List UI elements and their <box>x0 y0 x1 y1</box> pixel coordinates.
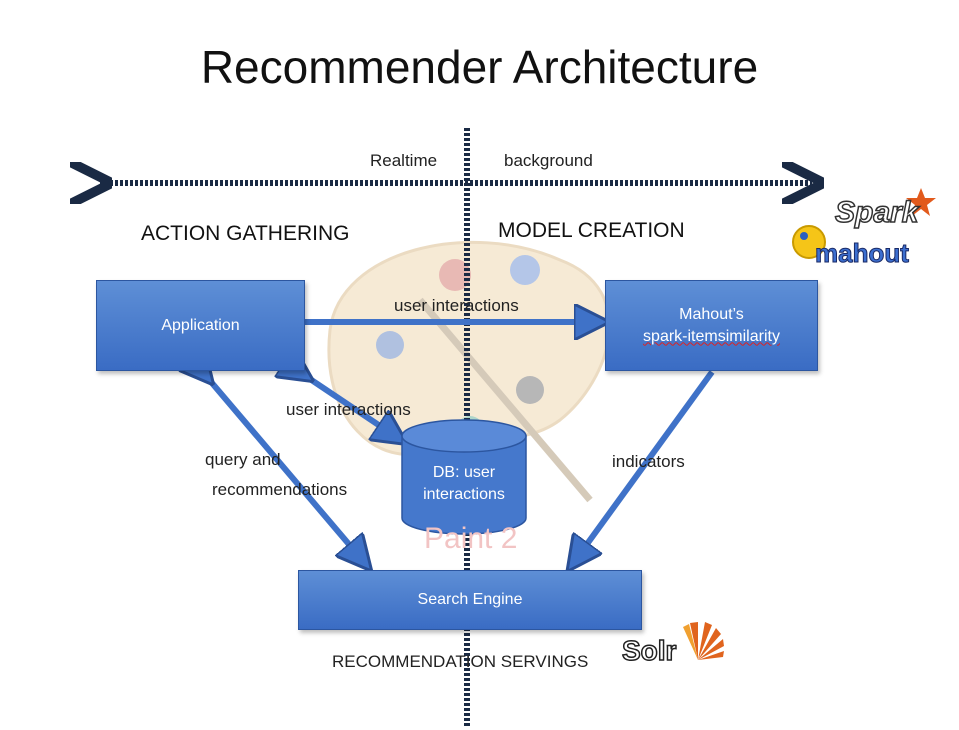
spark-mahout-logo: Spark mahout <box>787 180 937 275</box>
mahout-label-line2: spark-itemsimilarity <box>643 327 780 345</box>
edge-label-app-mahout: user interactions <box>394 296 519 315</box>
arrow-mahout-to-search <box>574 370 715 562</box>
paint-watermark: Paint 2 <box>424 522 518 555</box>
db-label-line2: interactions <box>423 486 505 503</box>
solr-logo-text: Solr <box>621 634 677 667</box>
db-label: DB: user interactions <box>402 462 526 506</box>
edge-label-query-line2: recommendations <box>212 480 348 499</box>
edge-label-query-line1: query and <box>205 450 281 469</box>
background-label: background <box>504 151 593 170</box>
spark-star-icon <box>792 188 936 259</box>
spark-logo-text: Spark <box>834 195 919 230</box>
model-creation-heading: MODEL CREATION <box>498 219 685 242</box>
search-engine-label: Search Engine <box>417 591 523 608</box>
solr-logo: Solr <box>620 615 725 670</box>
mahout-label-line1: Mahout’s <box>679 305 744 323</box>
edge-label-indicators: indicators <box>612 452 685 471</box>
search-engine-box: Search Engine <box>298 570 642 630</box>
arrow-app-to-search <box>206 376 364 562</box>
application-label: Application <box>161 316 240 334</box>
db-cylinder <box>401 419 527 535</box>
realtime-label: Realtime <box>370 151 438 170</box>
mahout-logo-text: mahout <box>815 238 910 269</box>
db-label-line1: DB: user <box>432 464 496 481</box>
recommendation-servings-heading: RECOMMENDATION SERVINGS <box>332 652 589 671</box>
application-box: Application <box>96 280 305 371</box>
mahout-box: Mahout’s spark-itemsimilarity <box>605 280 818 371</box>
solr-sunburst-icon <box>683 622 724 660</box>
page-title: Recommender Architecture <box>200 41 759 93</box>
action-gathering-heading: ACTION GATHERING <box>141 222 350 245</box>
edge-label-app-db: user interactions <box>286 400 411 419</box>
